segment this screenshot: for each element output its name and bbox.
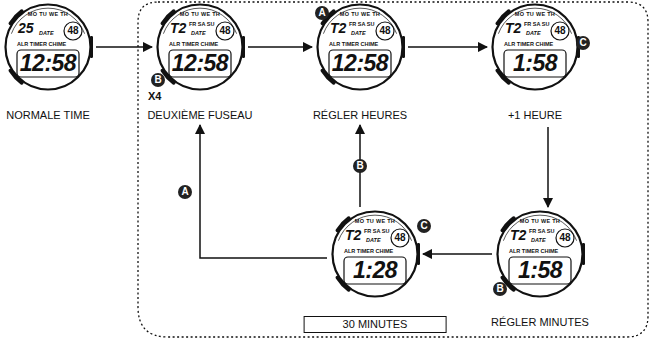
date-tag: DATE [351,31,366,37]
weekday-row: MO TU WE TH [3,12,93,18]
press-count: X4 [148,90,161,102]
button-callout: A [315,6,329,20]
seconds-digits: 48 [391,233,409,243]
date-tag: DATE [526,31,541,37]
step-caption: 30 MINUTES [304,316,447,333]
mode-row: ALR TIMER CHIME [504,42,553,48]
weekday-row: MO TU WE TH [490,12,580,18]
time-display: 12:58 [17,52,79,75]
step-caption: DEUXIÈME FUSEAU [147,110,252,121]
watch-node: MO TU WE TH25DATE48ALR TIMER CHIME12:58N… [3,3,93,91]
weekday-row: FR SA SU [349,22,374,28]
button-callout: B [151,73,165,87]
mode-row: ALR TIMER CHIME [329,42,378,48]
date-digits: 25 [18,21,34,35]
date-tag: DATE [531,238,546,244]
step-caption: NORMALE TIME [6,110,90,121]
mode-row: ALR TIMER CHIME [17,42,66,48]
button-callout: C [417,219,431,233]
weekday-row: MO TU WE TH [495,219,585,225]
weekday-row: FR SA SU [529,229,554,235]
step-caption: RÉGLER HEURES [313,110,407,121]
step-caption: +1 HEURE [508,110,562,121]
date-tag: DATE [39,31,54,37]
weekday-row: MO TU WE TH [330,219,420,225]
mode-row: ALR TIMER CHIME [169,42,218,48]
time-display: 1:58 [509,259,571,282]
seconds-digits: 48 [64,26,82,36]
seconds-digits: 48 [551,26,569,36]
date-digits: T2 [170,21,186,35]
weekday-row: FR SA SU [189,22,214,28]
step-caption: RÉGLER MINUTES [491,317,589,328]
flow-arrow [248,46,312,48]
date-digits: T2 [510,228,526,242]
button-callout: B [353,159,367,173]
time-display: 1:58 [504,52,566,75]
time-display: 12:58 [329,52,391,75]
watch-node: MO TU WE TH T2FR SA SU DATE 48ALR TIMER CHI… [155,3,245,91]
flow-arrow [547,127,549,207]
seconds-digits: 48 [556,233,574,243]
time-display: 12:58 [169,52,231,75]
button-callout: B [493,282,507,296]
date-tag: DATE [366,238,381,244]
date-tag: DATE [191,31,206,37]
watch-node: MO TU WE TH T2FR SA SU DATE 48ALR TIMER CHI… [495,210,585,298]
seconds-digits: 48 [216,26,234,36]
flow-arrow [96,46,152,48]
date-digits: T2 [330,21,346,35]
dashed-region [138,2,648,337]
mode-row: ALR TIMER CHIME [344,249,393,255]
flow-arrow [408,46,487,48]
watch-node: MO TU WE TH T2FR SA SU DATE 48ALR TIMER CHI… [330,210,420,298]
flow-arrow [200,125,327,258]
button-callout: C [576,36,590,50]
weekday-row: FR SA SU [524,22,549,28]
weekday-row: MO TU WE TH [155,12,245,18]
date-digits: T2 [505,21,521,35]
date-digits: T2 [345,228,361,242]
watch-node: MO TU WE THT2FR SA SUDATE48ALR TIMER CHI… [315,3,405,91]
button-callout: A [178,185,192,199]
seconds-digits: 48 [376,26,394,36]
weekday-row: FR SA SU [364,229,389,235]
mode-row: ALR TIMER CHIME [509,249,558,255]
watch-node: MO TU WE TH T2FR SA SU DATE 48ALR TIMER CHI… [490,3,580,91]
time-display: 1:28 [344,259,406,282]
flow-arrow [423,253,492,255]
